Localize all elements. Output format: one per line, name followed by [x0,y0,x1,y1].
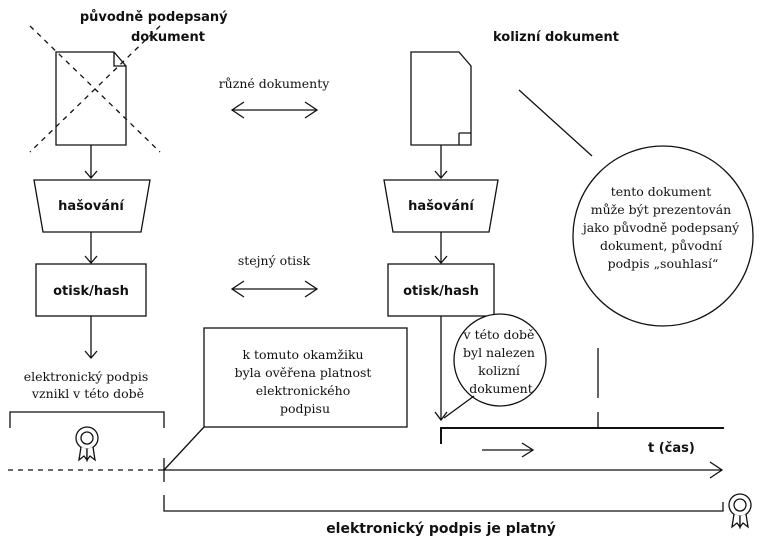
signature-moment-bracket [9,411,165,428]
right-hash-block: otisk/hash [387,263,495,317]
collision-period-bar [440,427,724,444]
validity-bracket [163,495,724,512]
collision-found-callout: v této době byl nalezen kolizní dokument [443,313,547,419]
arrow-down-6 [434,316,448,422]
original-document-icon [29,25,161,153]
arrow-down-2 [84,232,98,264]
presented-callout-pointer [518,89,593,157]
time-axis [160,461,724,479]
right-hashing-label: hašování [408,199,475,214]
double-arrow-same [230,280,319,298]
svg-text:tento dokument může být: tento dokument může být prezentován jako… [581,184,743,271]
collision-document-icon [410,51,472,146]
validity-label: elektronický podpis je platný [326,521,556,537]
certificate-seal-icon [75,426,99,462]
different-documents-label: různé dokumenty [219,76,331,91]
presented-callout: tento dokument může být prezentován jako… [572,145,754,327]
same-hash-label: stejný otisk [238,253,311,268]
right-hashing-block: hašování [383,179,499,233]
left-hashing-label: hašování [58,199,125,214]
original-document-label: původně podepsaný dokument [80,10,232,45]
signature-created-label: elektronický podpis vznikl v této době [24,369,152,401]
arrow-down-4 [434,145,448,179]
svg-text:k tomuto okamžiku byla o: k tomuto okamžiku byla ověřena platnost … [235,347,376,416]
left-hash-label: otisk/hash [53,284,129,299]
collision-document-label: kolizní dokument [493,30,619,45]
certificate-seal-icon-right [728,493,752,529]
arrow-down-1 [84,145,98,179]
svg-text:v této době byl nalezen: v této době byl nalezen kolizní dokument [463,327,539,396]
verified-callout: k tomuto okamžiku byla ověřena platnost … [163,327,408,471]
arrow-down-5 [434,232,448,264]
right-hash-label: otisk/hash [403,284,479,299]
left-hash-block: otisk/hash [35,263,147,317]
time-axis-label: t (čas) [648,441,695,456]
time-direction-arrow [482,442,535,458]
left-hashing-block: hašování [33,179,151,233]
double-arrow-different [230,101,319,119]
arrow-down-3 [84,316,98,359]
